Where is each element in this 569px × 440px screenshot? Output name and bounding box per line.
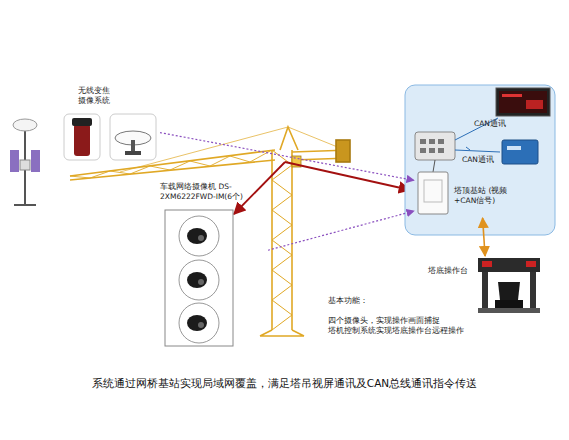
- screen-bar: [502, 94, 522, 97]
- converter-body: [502, 140, 538, 164]
- switch-port: [438, 139, 444, 144]
- node-label: 无线变焦 摄像系统: [78, 86, 120, 106]
- connector: [160, 133, 414, 181]
- wireless-cameras: [64, 114, 156, 160]
- counterweight: [336, 140, 350, 162]
- network-switch: [415, 132, 455, 160]
- converter-label: [507, 146, 521, 150]
- can-wire: [455, 150, 500, 152]
- signal-label: CAN通讯: [462, 155, 494, 165]
- monitor-screen: [499, 91, 547, 113]
- network-region: [405, 85, 555, 235]
- mast-lattice: [272, 150, 292, 330]
- sensor-box: [20, 160, 30, 170]
- operator-console: [478, 258, 540, 313]
- caption: 系统通过网桥基站实现局域网覆盖，满足塔吊视屏通讯及CAN总线通讯指令传送: [92, 377, 477, 391]
- switch-port: [429, 148, 435, 153]
- signal-arrow: [234, 162, 285, 214]
- console-seat: [498, 282, 520, 300]
- camera-body: [74, 124, 90, 156]
- screen-panel: [526, 100, 543, 109]
- crane-peak: [280, 127, 298, 150]
- console-floor: [478, 308, 540, 313]
- monitor: [496, 88, 550, 116]
- camera-circle: [179, 303, 219, 343]
- camera-panel: [165, 210, 233, 346]
- can-wire-tick: [466, 147, 470, 150]
- switch-body: [415, 132, 455, 160]
- ap-body: [418, 172, 448, 214]
- signal-arrow: [285, 162, 410, 190]
- base-station-device: [418, 172, 448, 214]
- camera-body: [187, 228, 207, 244]
- connector: [268, 211, 414, 250]
- jib-chord: [70, 160, 275, 180]
- pole-foot: [14, 204, 36, 206]
- camera-body: [187, 272, 207, 288]
- monitor-frame: [496, 88, 550, 116]
- console-seat-base: [495, 300, 523, 308]
- camera-lens: [198, 235, 204, 241]
- camera-lens: [198, 322, 204, 328]
- signal-label: CAN通讯: [474, 119, 506, 129]
- camera-body: [187, 315, 207, 331]
- camera-circle: [179, 260, 219, 300]
- tie-line: [120, 127, 288, 172]
- sensor-dome: [13, 119, 37, 131]
- dome-base: [125, 151, 141, 155]
- switch-port: [438, 148, 444, 153]
- console-light: [482, 261, 492, 267]
- console-arm: [530, 272, 536, 308]
- camera-system-group: 无线变焦 摄像系统: [58, 84, 160, 162]
- camera-circle: [179, 216, 219, 256]
- ap-wire: [433, 160, 435, 172]
- crane-base: [260, 330, 304, 336]
- console-arm: [482, 272, 488, 308]
- node-label: 车载网络摄像机 DS-2XM6222FWD-IM(6个): [160, 182, 268, 202]
- mast-chord: [291, 150, 293, 330]
- console-top: [478, 258, 540, 272]
- switch-port: [420, 148, 426, 153]
- console-light: [526, 261, 536, 267]
- camera-frame: [110, 114, 156, 160]
- camera-panel-node: 车载网络摄像机 DS-2XM6222FWD-IM(6个): [158, 182, 268, 348]
- camera-lens: [198, 279, 204, 285]
- camera-panel-frame: [165, 210, 233, 346]
- note-heading: 基本功能：: [328, 296, 368, 306]
- node-label: 塔底操作台: [428, 266, 478, 276]
- can-converter: [502, 140, 538, 164]
- camera-top: [72, 118, 92, 126]
- dome-mount: [131, 140, 135, 152]
- ap-panel: [424, 180, 442, 202]
- note-text: 塔机控制系统实现塔底操作台远程操作: [328, 326, 464, 336]
- sensor-panel: [10, 150, 19, 172]
- note-text: 四个摄像头，实现操作画面捕捉: [328, 316, 440, 326]
- sensor-panel: [31, 150, 40, 172]
- console-node: 塔底操作台: [426, 256, 548, 316]
- base-station-node: 塔顶基站 (视频+CAN信号): [414, 168, 548, 218]
- jib-lattice: [70, 151, 270, 178]
- switch-port: [429, 139, 435, 144]
- switch-port: [420, 139, 426, 144]
- sensor-pole: [10, 119, 40, 205]
- camera-frame: [64, 114, 100, 160]
- connector: [483, 218, 485, 256]
- node-label: 塔顶基站 (视频+CAN信号): [454, 186, 524, 206]
